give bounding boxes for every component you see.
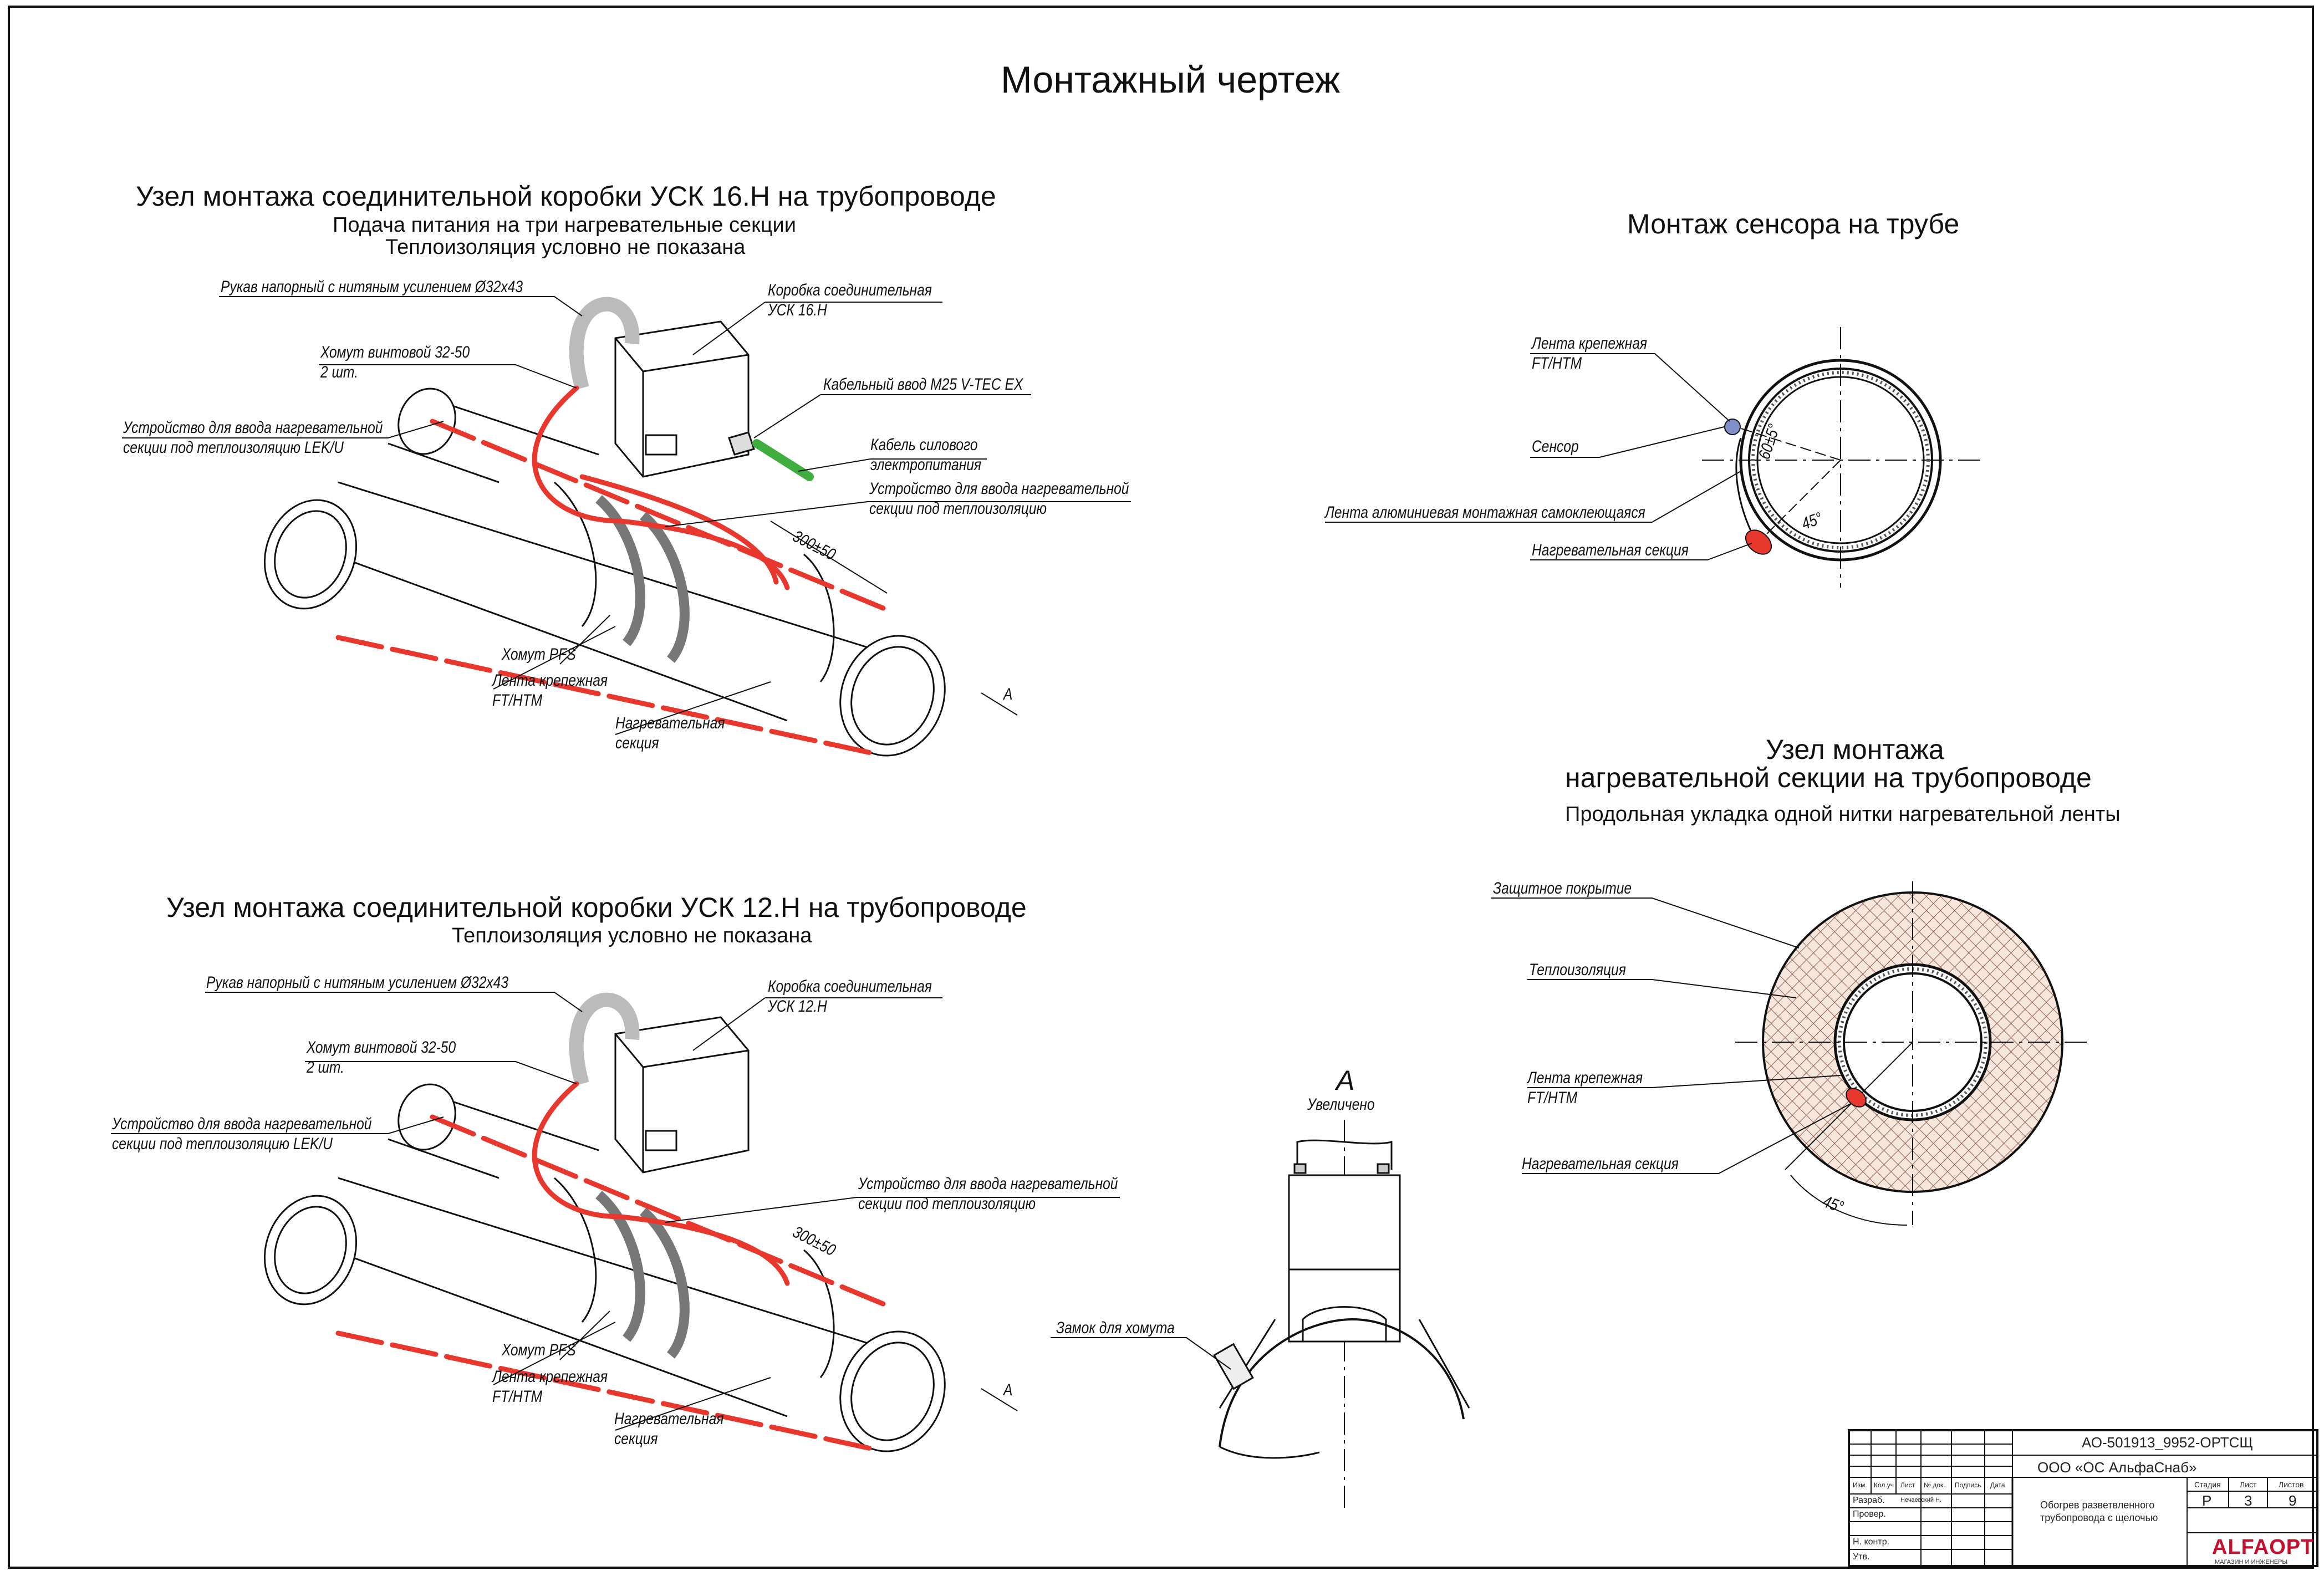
sensor-title: Монтаж сенсора на трубе xyxy=(1627,208,1960,239)
col-date: Дата xyxy=(1990,1481,2005,1489)
description-1: Обогрев разветвленного xyxy=(2040,1500,2155,1511)
leaders-node xyxy=(1491,897,1852,1174)
company-logo-sub: МАГАЗИН И ИНЖЕНЕРЫ xyxy=(2215,1559,2288,1565)
leaders-sensor xyxy=(1325,353,1752,560)
col-izm: Изм. xyxy=(1853,1481,1867,1489)
node-subtitle: Продольная укладка одной нитки нагревате… xyxy=(1565,803,2121,826)
leaders-16 xyxy=(122,296,1131,735)
sheet-header: Лист xyxy=(2240,1480,2257,1489)
label-cover: Защитное покрытие xyxy=(1493,879,1632,897)
row-check: Провер. xyxy=(1853,1509,1886,1519)
sensor-pipe-section xyxy=(1702,327,1985,588)
label-pfs-12: Хомут PFS xyxy=(502,1341,576,1359)
row-approved: Утв. xyxy=(1853,1552,1870,1562)
page-title: Монтажный чертеж xyxy=(1001,59,1341,101)
power-cable-16 xyxy=(752,439,814,481)
sheet-value: 3 xyxy=(2244,1492,2252,1509)
company-name: ООО «ОС АльфаСнаб» xyxy=(2037,1459,2197,1476)
row-dev: Разраб. xyxy=(1853,1496,1885,1505)
label-gland-16: Кабельный ввод M25 V-TEC EX xyxy=(823,375,1023,394)
label-sensor-heat: Нагревательная секция xyxy=(1532,541,1689,559)
section1-subtitle2: Теплоизоляция условно не показана xyxy=(385,236,746,259)
section2-title: Узел монтажа соединительной коробки УСК … xyxy=(166,892,1027,923)
heating-cable-12 xyxy=(335,1081,890,1452)
node-title-1: Узел монтажа xyxy=(1766,734,1944,765)
label-insulation: Теплоизоляция xyxy=(1529,961,1626,979)
label-hose-16: Рукав напорный с нитяным усилением Ø32х4… xyxy=(221,278,523,296)
pipe-assembly-16 xyxy=(263,297,946,757)
sheets-value: 9 xyxy=(2289,1492,2297,1509)
col-list: Лист xyxy=(1900,1481,1915,1489)
section2-subtitle: Теплоизоляция условно не показана xyxy=(452,924,812,947)
heating-cable-16 xyxy=(335,385,890,757)
sensor-mark xyxy=(1724,419,1741,435)
col-kol: Кол.уч xyxy=(1874,1481,1894,1489)
leader-view-a xyxy=(1051,1337,1231,1370)
label-alu-tape: Лента алюминиевая монтажная самоклеющаяс… xyxy=(1325,503,1645,522)
label-hose-12: Рукав напорный с нитяным усилением Ø32х4… xyxy=(206,973,509,992)
section1-title: Узел монтажа соединительной коробки УСК … xyxy=(136,181,996,212)
pipe-assembly-12 xyxy=(263,992,946,1452)
node-title-2: нагревательной секции на трубопроводе xyxy=(1565,762,2092,793)
company-logo: ALFAOPT xyxy=(2212,1536,2315,1559)
label-pfs-16: Хомут PFS xyxy=(502,645,576,664)
stage-header: Стадия xyxy=(2194,1480,2221,1489)
drawing-frame xyxy=(8,6,2314,1569)
col-sign: Подпись xyxy=(1955,1481,1981,1489)
label-view-a-16: А xyxy=(1003,685,1013,703)
view-a-detail xyxy=(1213,1120,1470,1508)
stage-value: Р xyxy=(2202,1492,2212,1509)
sheets-header: Листов xyxy=(2279,1480,2304,1489)
label-sensor: Сенсор xyxy=(1532,437,1579,456)
heating-section-mark xyxy=(1745,529,1772,555)
row-dev-name: Нечаевский Н. xyxy=(1900,1497,1942,1503)
view-a-caption: Увеличено xyxy=(1307,1095,1375,1114)
heating-node-section xyxy=(1735,881,2090,1226)
view-a-letter: А xyxy=(1336,1065,1355,1096)
leaders-12 xyxy=(111,992,1120,1431)
label-node-heat: Нагревательная секция xyxy=(1522,1155,1679,1173)
title-block-grid xyxy=(1848,1429,2318,1567)
doc-code: АО-501913_9952-ОРТСЩ xyxy=(2082,1434,2253,1451)
section1-subtitle1: Подача питания на три нагревательные сек… xyxy=(333,213,796,237)
description-2: трубопровода с щелочью xyxy=(2040,1512,2158,1523)
col-ndoc: № док. xyxy=(1924,1481,1945,1489)
label-lock: Замок для хомута xyxy=(1056,1319,1175,1337)
label-view-a-12: А xyxy=(1003,1381,1013,1399)
row-nkontr: Н. контр. xyxy=(1853,1537,1890,1547)
